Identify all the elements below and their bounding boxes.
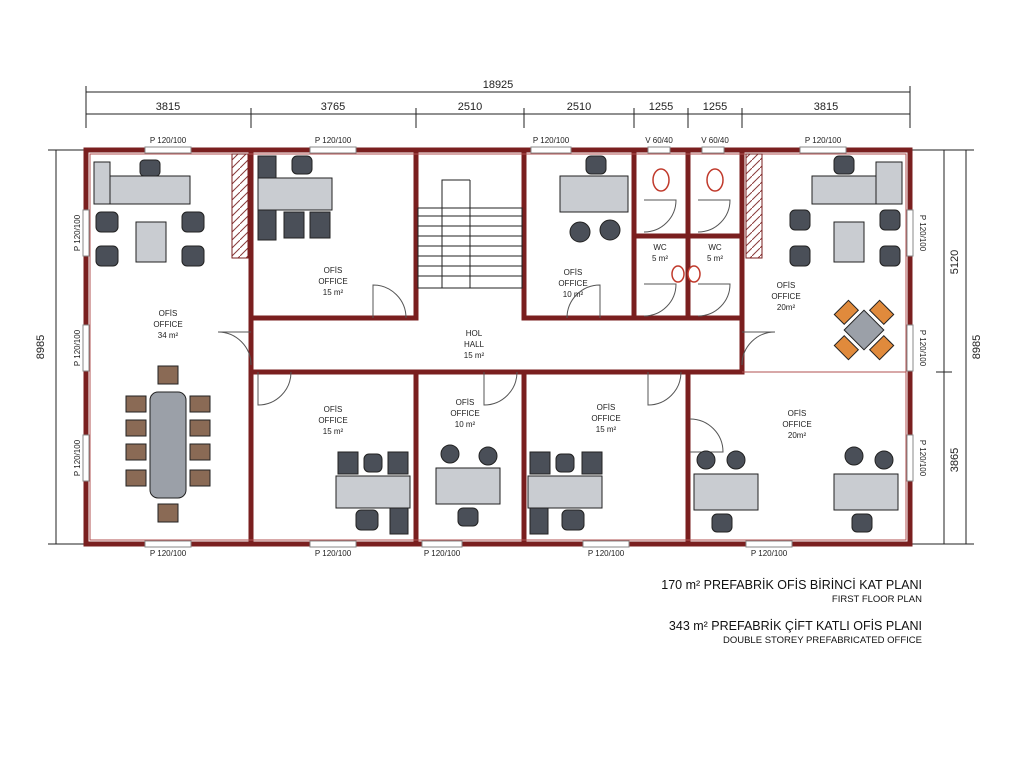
segment-dimension: 1255 xyxy=(649,101,673,113)
room-area: 34 m² xyxy=(158,331,179,340)
left-overall-dimension: 8985 xyxy=(35,335,47,359)
room-name-en: OFFICE xyxy=(782,420,811,429)
room-label-office-lower-15b: OFİS OFFICE 15 m² xyxy=(591,403,620,434)
window-label: P 120/100 xyxy=(751,549,788,558)
room-name-tr: OFİS xyxy=(456,398,475,407)
room-label-wc-left: WC 5 m² xyxy=(652,243,668,263)
room-name-tr: HOL xyxy=(466,329,483,338)
staircase xyxy=(417,179,523,289)
room-name-en: OFFICE xyxy=(450,409,479,418)
wc-fixtures xyxy=(652,168,724,283)
right-overall-dimension: 8985 xyxy=(971,335,983,359)
inner-wall-lines xyxy=(89,153,907,541)
room-name-en: OFFICE xyxy=(558,279,587,288)
overall-width-dimension: 18925 xyxy=(483,79,514,91)
caption-double-storey-en: DOUBLE STOREY PREFABRICATED OFFICE xyxy=(722,635,922,646)
room-name-tr: OFİS xyxy=(777,281,796,290)
room-name: WC xyxy=(653,243,667,252)
room-name-tr: OFİS xyxy=(564,268,583,277)
top-dimension-lines xyxy=(85,86,911,128)
room-area: 20m² xyxy=(788,431,807,440)
room-area: 20m² xyxy=(777,303,796,312)
window-label: V 60/40 xyxy=(645,136,673,145)
room-area: 15 m² xyxy=(596,425,617,434)
room-area: 5 m² xyxy=(707,254,723,263)
room-label-office-upper-10: OFİS OFFICE 10 m² xyxy=(558,268,587,299)
room-area: 15 m² xyxy=(323,288,344,297)
room-label-office-upper-15: OFİS OFFICE 15 m² xyxy=(318,266,347,297)
room-name-tr: OFİS xyxy=(788,409,807,418)
caption-first-floor-en: FIRST FLOOR PLAN xyxy=(831,594,922,605)
room-area: 10 m² xyxy=(563,290,584,299)
window-label: P 120/100 xyxy=(73,329,82,366)
room-area: 5 m² xyxy=(652,254,668,263)
hatched-shaft xyxy=(745,153,763,259)
furniture-office-upper-10 xyxy=(559,155,629,243)
window-openings xyxy=(82,146,914,548)
room-name-tr: OFİS xyxy=(159,309,178,318)
furniture-office-upper-20 xyxy=(789,155,903,361)
room-name-tr: OFİS xyxy=(324,405,343,414)
furniture-lower-offices xyxy=(335,444,899,535)
furniture-left-office xyxy=(93,159,211,523)
window-label: P 120/100 xyxy=(73,439,82,476)
room-area: 10 m² xyxy=(455,420,476,429)
window-label: P 120/100 xyxy=(918,215,927,252)
room-name-en: OFFICE xyxy=(318,416,347,425)
plan-captions: 170 m² PREFABRİK OFİS BİRİNCİ KAT PLANI … xyxy=(661,578,922,646)
room-area: 15 m² xyxy=(323,427,344,436)
segment-dimension: 1255 xyxy=(703,101,727,113)
room-label-office-lower-20: OFİS OFFICE 20m² xyxy=(782,409,811,440)
segment-dimension: 2510 xyxy=(567,101,591,113)
window-label: P 120/100 xyxy=(150,136,187,145)
room-name-tr: OFİS xyxy=(324,266,343,275)
room-label-office-lower-15a: OFİS OFFICE 15 m² xyxy=(318,405,347,436)
window-label: P 120/100 xyxy=(73,214,82,251)
room-name-en: OFFICE xyxy=(591,414,620,423)
room-label-left-office: OFİS OFFICE 34 m² xyxy=(153,309,182,340)
room-label-office-upper-20: OFİS OFFICE 20m² xyxy=(771,281,800,312)
window-label: P 120/100 xyxy=(315,549,352,558)
furniture-office-upper-15 xyxy=(257,155,333,241)
window-label: P 120/100 xyxy=(533,136,570,145)
room-name-en: OFFICE xyxy=(153,320,182,329)
room-label-hall: HOL HALL 15 m² xyxy=(464,329,485,360)
room-name-en: OFFICE xyxy=(318,277,347,286)
side-dimension-lines xyxy=(48,149,974,545)
room-name: WC xyxy=(708,243,722,252)
window-label: V 60/40 xyxy=(701,136,729,145)
window-label: P 120/100 xyxy=(588,549,625,558)
window-label: P 120/100 xyxy=(150,549,187,558)
window-label: P 120/100 xyxy=(315,136,352,145)
room-area: 15 m² xyxy=(464,351,485,360)
segment-dimension: 3815 xyxy=(156,101,180,113)
segment-dimension: 3815 xyxy=(814,101,838,113)
room-name-en: OFFICE xyxy=(771,292,800,301)
segment-dimension: 2510 xyxy=(458,101,482,113)
window-label: P 120/100 xyxy=(424,549,461,558)
caption-first-floor-tr: 170 m² PREFABRİK OFİS BİRİNCİ KAT PLANI xyxy=(661,578,922,592)
window-label: P 120/100 xyxy=(918,440,927,477)
doors xyxy=(217,199,776,453)
right-lower-dimension: 3865 xyxy=(949,448,961,472)
caption-double-storey-tr: 343 m² PREFABRİK ÇİFT KATLI OFİS PLANI xyxy=(668,619,922,633)
room-label-wc-right: WC 5 m² xyxy=(707,243,723,263)
room-label-office-lower-10: OFİS OFFICE 10 m² xyxy=(450,398,479,429)
window-label: P 120/100 xyxy=(805,136,842,145)
right-upper-dimension: 5120 xyxy=(949,250,961,274)
room-name-tr: OFİS xyxy=(597,403,616,412)
hatched-shaft xyxy=(231,153,249,259)
window-label: P 120/100 xyxy=(918,330,927,367)
room-name-en: HALL xyxy=(464,340,485,349)
segment-dimension: 3765 xyxy=(321,101,345,113)
